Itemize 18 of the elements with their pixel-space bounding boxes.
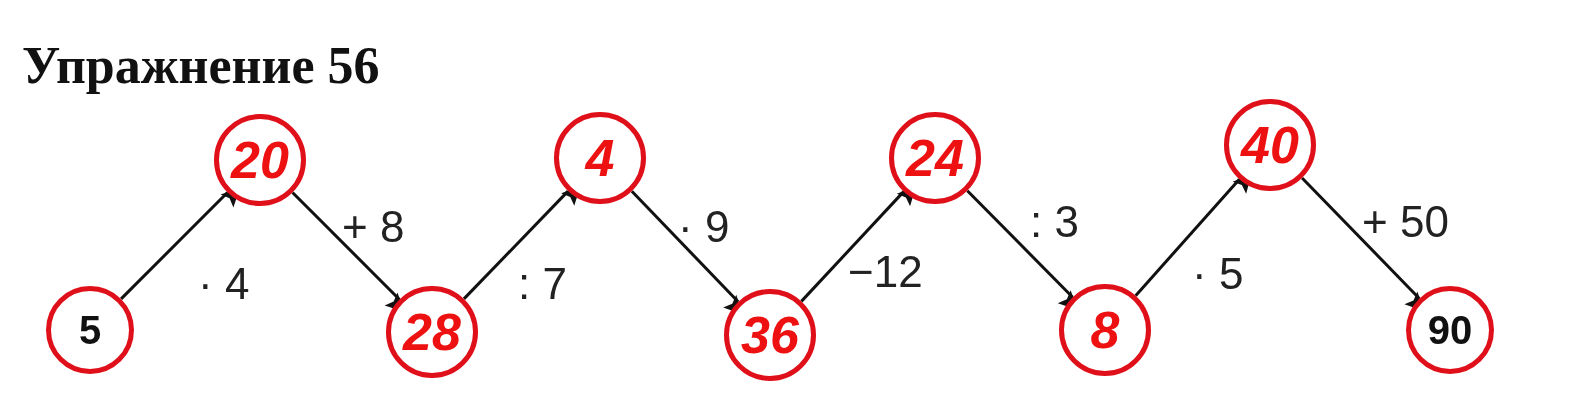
edge-label: · 4	[198, 262, 250, 306]
edge-label: : 3	[1030, 200, 1079, 244]
number-circle: 90	[1406, 286, 1494, 374]
number-circle: 8	[1059, 284, 1151, 376]
number-circle: 5	[46, 286, 134, 374]
number-circle: 24	[889, 112, 981, 204]
edge-label: + 8	[342, 205, 405, 249]
edge-label: : 7	[518, 262, 567, 306]
number-circle: 20	[214, 114, 306, 206]
edge-label: · 5	[1192, 252, 1244, 296]
edge-label: + 50	[1362, 200, 1449, 244]
title: Упражнение 56	[22, 36, 380, 95]
edge-label: · 9	[678, 205, 730, 249]
number-circle: 40	[1224, 99, 1316, 191]
number-circle: 36	[724, 289, 816, 381]
edge-label: −12	[848, 250, 923, 294]
number-circle: 28	[386, 286, 478, 378]
number-circle: 4	[554, 112, 646, 204]
